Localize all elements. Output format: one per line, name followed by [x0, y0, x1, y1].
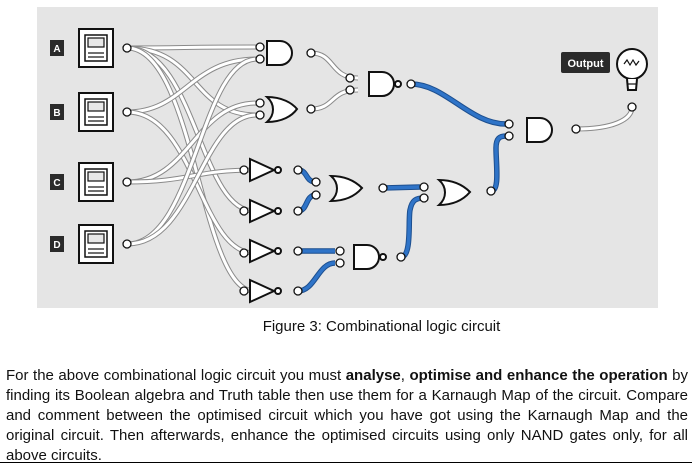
- not-gate-3-bubble: [274, 247, 282, 255]
- wire-a-not2: [126, 46, 255, 213]
- not-gate-3: [249, 238, 277, 264]
- switch-label-d: D: [53, 240, 60, 251]
- active-wires: [297, 81, 507, 294]
- not-gate-1-bubble: [274, 166, 282, 174]
- connector-dot: [255, 98, 265, 108]
- or-gate-2: [436, 178, 472, 207]
- not-gate-4: [249, 278, 277, 304]
- switch-d[interactable]: D: [50, 224, 114, 264]
- connector-dot: [335, 258, 345, 268]
- para-text-2: ,: [400, 367, 410, 384]
- connector-dot: [293, 286, 303, 296]
- connector-dot: [311, 177, 321, 187]
- connector-dot: [571, 124, 581, 134]
- switch-c[interactable]: C: [50, 162, 114, 202]
- wire-ormid-or2: [382, 185, 421, 190]
- nand-gate-2: [353, 244, 380, 270]
- connector-dot: [306, 48, 316, 58]
- wire-nand1-and3: [410, 82, 507, 126]
- para-bold-1: analyse: [345, 367, 401, 384]
- switch-label-c: C: [53, 178, 60, 189]
- connector-dot: [345, 85, 355, 95]
- lightbulb-icon: [616, 48, 648, 91]
- output-label: Output: [567, 58, 603, 70]
- connector-dots: [122, 42, 637, 296]
- connector-dot: [293, 206, 303, 216]
- connector-dot: [293, 165, 303, 175]
- not-gate-1: [249, 157, 277, 183]
- nand-gate-2-bubble: [379, 253, 387, 261]
- diagram-background: [37, 7, 658, 308]
- wire-c-or1: [126, 101, 258, 184]
- bottom-rule: [0, 462, 692, 463]
- wire-or2-and3: [490, 134, 507, 193]
- switch-b[interactable]: B: [50, 92, 114, 132]
- connector-dot: [239, 206, 249, 216]
- para-text-1: For the above combinational logic circui…: [6, 367, 346, 384]
- connector-dot: [419, 193, 429, 203]
- and-gate-3: [526, 117, 553, 143]
- connector-dot: [306, 104, 316, 114]
- connector-dot: [255, 54, 265, 64]
- not-gate-4-bubble: [274, 287, 282, 295]
- gates: [249, 40, 553, 304]
- not-gate-2: [249, 198, 277, 224]
- question-paragraph: For the above combinational logic circui…: [6, 366, 688, 466]
- connector-dot: [378, 183, 388, 193]
- wire-d-or1: [126, 113, 258, 246]
- connector-dot: [122, 43, 132, 53]
- switch-label-b: B: [53, 108, 60, 119]
- connector-dot: [122, 177, 132, 187]
- connector-dot: [311, 190, 321, 200]
- connector-dot: [419, 182, 429, 192]
- wire-nand2-or2: [400, 196, 425, 259]
- wire-b-and1: [126, 57, 258, 114]
- switch-a[interactable]: A: [50, 28, 114, 68]
- connector-dot: [486, 186, 496, 196]
- wire-c-not1: [126, 168, 255, 184]
- connector-dot: [255, 110, 265, 120]
- para-text-3: by finding its Boolean algebra and Truth…: [6, 367, 688, 464]
- para-bold-2: optimise and enhance the operation: [409, 367, 668, 384]
- connector-dot: [293, 246, 303, 256]
- figure-caption: Figure 3: Combinational logic circuit: [262, 318, 501, 335]
- connector-dot: [122, 239, 132, 249]
- output-label-box: [561, 52, 610, 73]
- connector-dot: [255, 42, 265, 52]
- connector-dot: [239, 248, 249, 258]
- connector-dot: [396, 252, 406, 262]
- connector-dot: [504, 119, 514, 129]
- not-gate-2-bubble: [274, 207, 282, 215]
- connector-dot: [335, 246, 345, 256]
- logic-circuit-diagram: A B C D Output: [37, 7, 658, 308]
- wires: [126, 44, 635, 294]
- connector-dot: [122, 107, 132, 117]
- connector-dot: [406, 79, 416, 89]
- connector-dot: [345, 73, 355, 83]
- wire-a-not4: [126, 46, 255, 293]
- and-gate-1: [266, 40, 293, 66]
- connector-dot: [239, 286, 249, 296]
- connector-dot: [239, 165, 249, 175]
- nand-gate-1: [368, 71, 395, 97]
- or-gate-1: [264, 95, 299, 124]
- connector-dot: [504, 131, 514, 141]
- or-gate-mid: [328, 174, 364, 203]
- connector-dot: [627, 102, 637, 112]
- nand-gate-1-bubble: [394, 80, 402, 88]
- switch-label-a: A: [53, 44, 60, 55]
